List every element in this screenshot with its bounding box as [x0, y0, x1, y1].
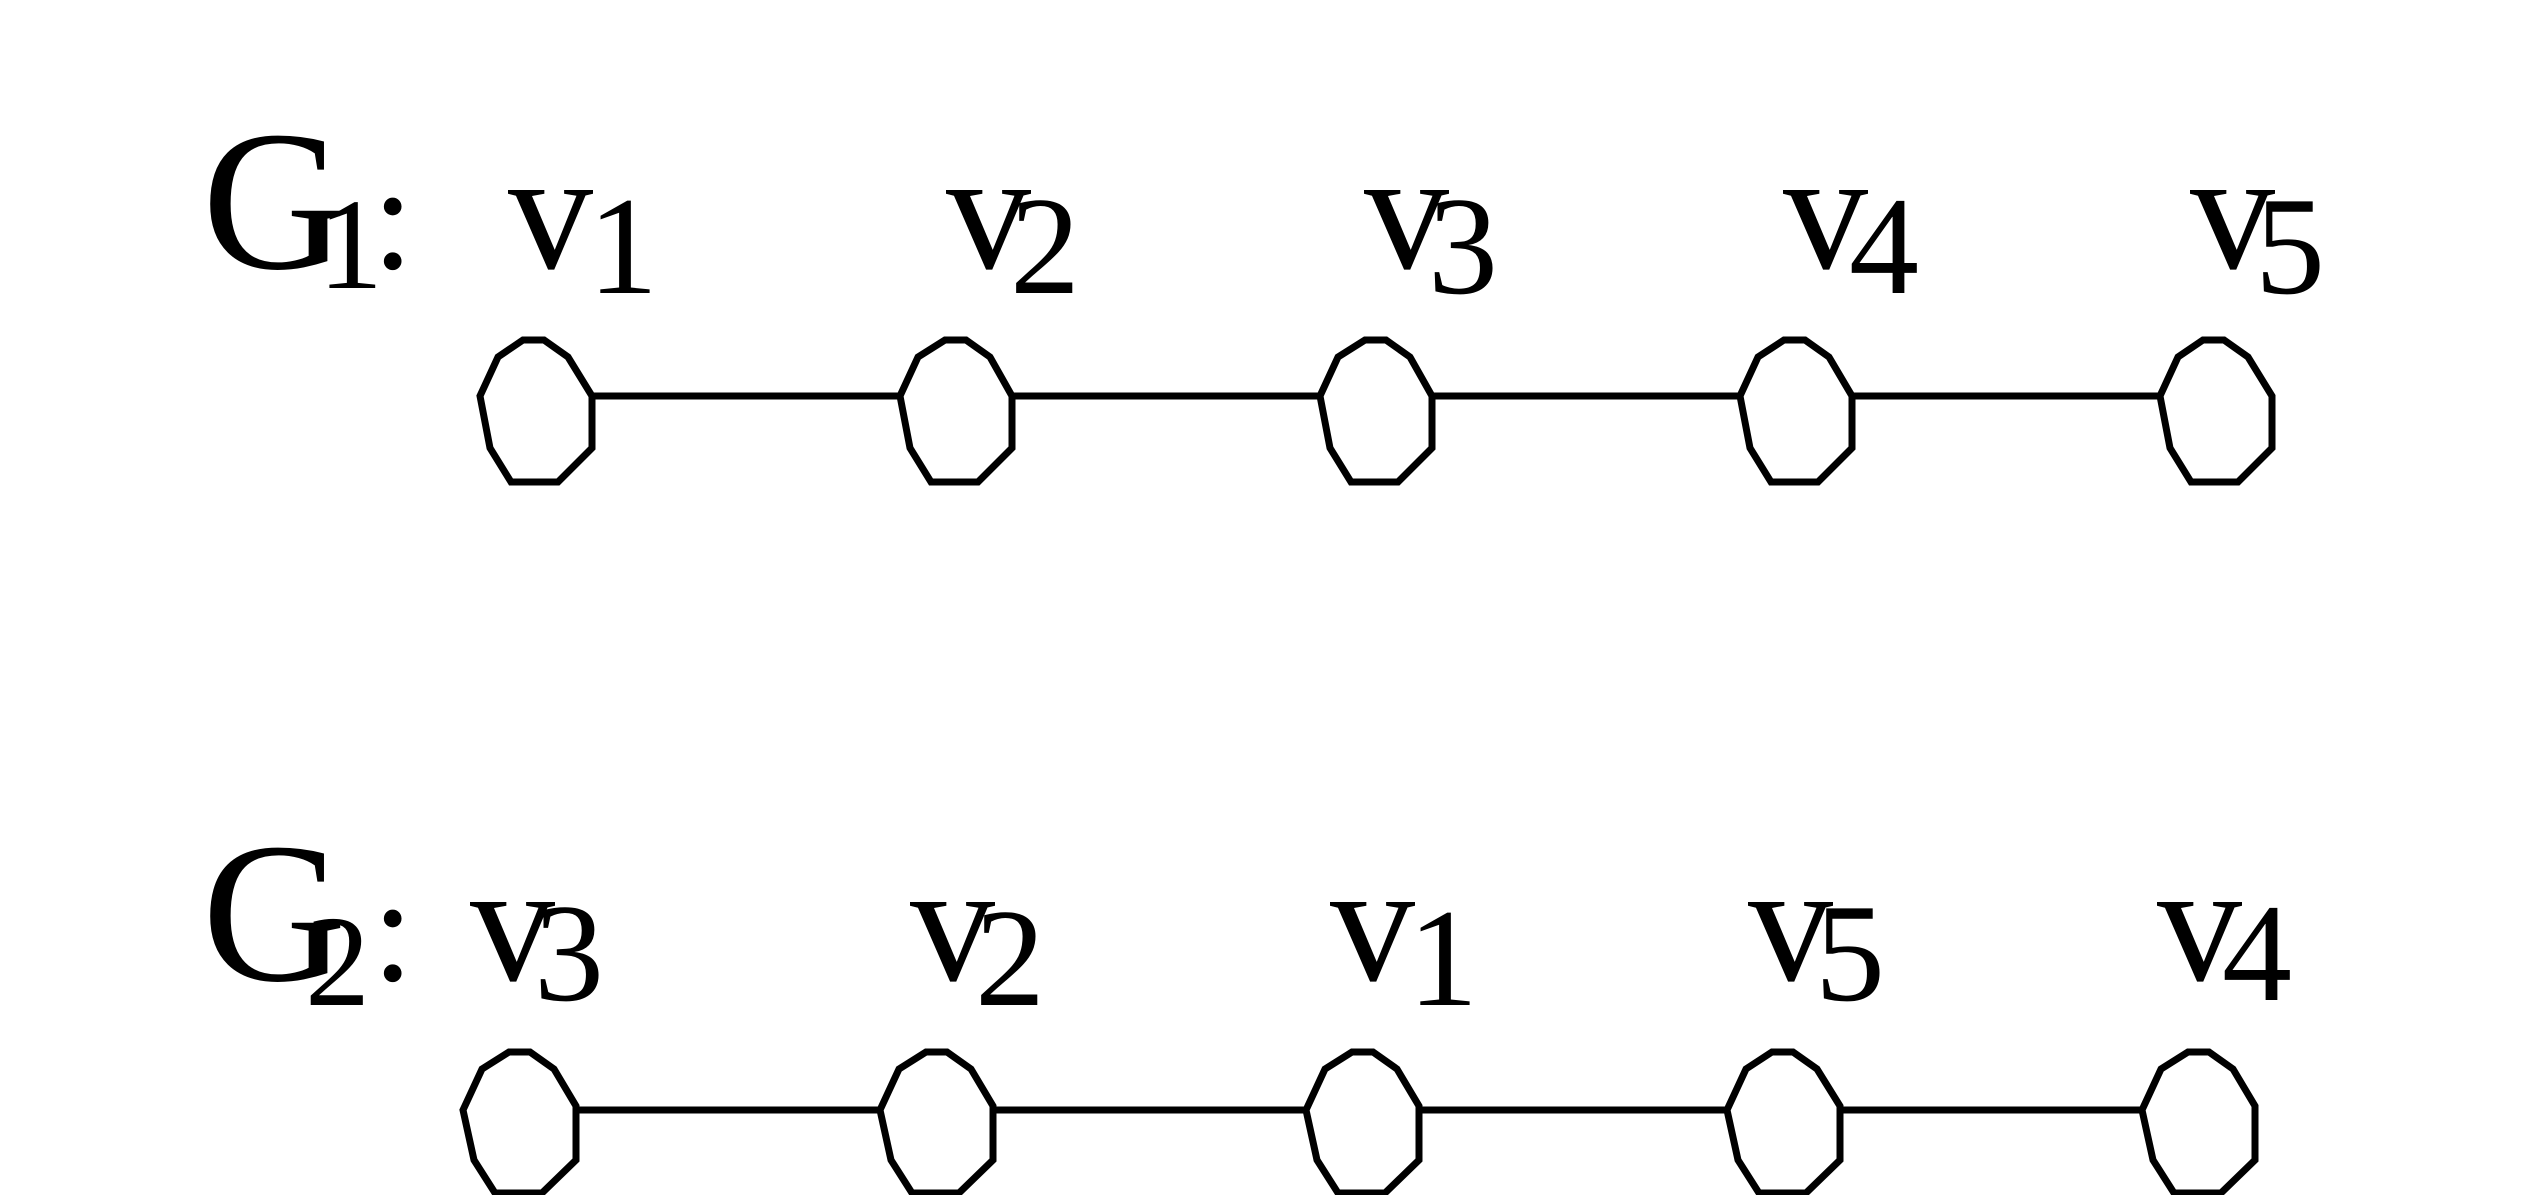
graph-2-node-1-subscript: 3 [534, 876, 604, 1031]
graph-2-node-2-label: v [910, 829, 995, 1017]
graph-2-node-5-label: v [2157, 829, 2242, 1017]
graph-2-colon: : [372, 847, 414, 1013]
graph-2: G 2 : v 3 v 2 v 1 [202, 803, 2292, 1195]
graph-1-node-5: v 5 [2156, 117, 2325, 486]
graph-1-node-3-octagon [1316, 336, 1436, 486]
graph-2-node-3-octagon [1302, 1048, 1423, 1195]
graph-1-node-5-subscript: 5 [2255, 169, 2325, 324]
graph-2-node-1-label: v [470, 829, 555, 1017]
graph-2-node-2: v 2 [876, 829, 1045, 1195]
graph-1-subscript: 1 [318, 173, 383, 317]
graph-1-node-1: v 1 [476, 117, 658, 486]
graph-1-node-1-octagon [476, 336, 596, 486]
graph-1-node-2-subscript: 2 [1010, 169, 1080, 324]
graph-1-node-2-octagon [896, 336, 1016, 486]
graph-2-node-1-octagon [459, 1048, 580, 1195]
graph-2-node-4: v 5 [1723, 829, 1885, 1195]
graph-2-node-5-octagon [2138, 1048, 2259, 1195]
graph-1-node-4-octagon [1736, 336, 1856, 486]
graph-2-name: G [202, 803, 346, 1024]
graph-2-node-3-subscript: 1 [1408, 881, 1478, 1036]
graph-1: G 1 : v 1 v 2 v 3 [202, 91, 2325, 486]
graph-1-node-5-octagon [2156, 336, 2276, 486]
graph-2-node-2-subscript: 2 [975, 881, 1045, 1036]
graph-2-node-4-subscript: 5 [1815, 876, 1885, 1031]
graph-1-node-3-label: v [1364, 117, 1449, 305]
graph-2-node-2-octagon [876, 1048, 997, 1195]
graph-2-node-4-octagon [1723, 1048, 1844, 1195]
graph-1-name: G [202, 91, 346, 312]
graph-2-node-1: v 3 [459, 829, 604, 1195]
graph-2-node-3-label: v [1330, 829, 1415, 1017]
graph-1-node-3: v 3 [1316, 117, 1498, 486]
graph-1-node-4-label: v [1783, 117, 1868, 305]
graph-2-node-3: v 1 [1302, 829, 1478, 1195]
graph-1-node-1-label: v [508, 117, 593, 305]
graph-2-node-4-label: v [1748, 829, 1833, 1017]
graph-1-node-2: v 2 [896, 117, 1080, 486]
graph-1-node-4-subscript: 4 [1849, 169, 1919, 324]
graph-1-node-1-subscript: 1 [588, 169, 658, 324]
graph-2-node-5: v 4 [2138, 829, 2292, 1195]
graph-2-node-5-subscript: 4 [2222, 876, 2292, 1031]
graph-1-node-4: v 4 [1736, 117, 1919, 486]
graph-2-subscript: 2 [305, 890, 370, 1034]
graph-1-node-5-label: v [2190, 117, 2275, 305]
graph-1-colon: : [372, 135, 414, 301]
graph-1-node-3-subscript: 3 [1428, 169, 1498, 324]
graph-1-node-2-label: v [946, 117, 1031, 305]
